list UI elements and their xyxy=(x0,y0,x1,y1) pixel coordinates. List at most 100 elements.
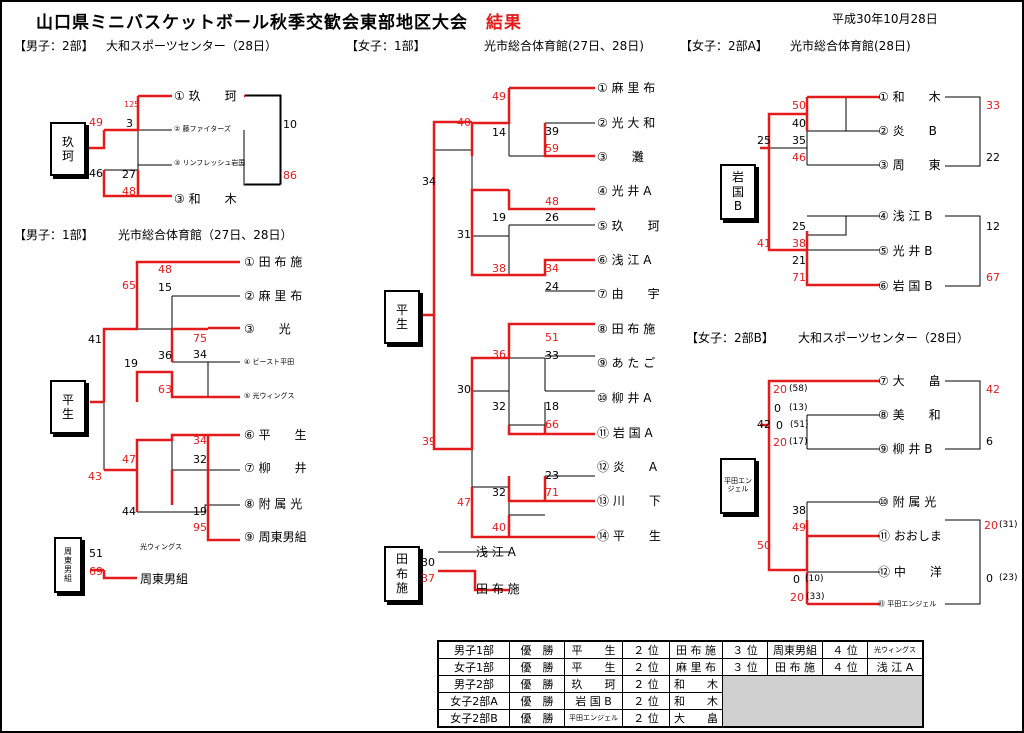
score: 35 xyxy=(792,134,806,147)
team-girls2a-3: ③ 周 東 xyxy=(878,158,941,172)
team-girls2b-9: ⑨ 柳 井 B xyxy=(878,442,933,456)
score-note: (10) xyxy=(805,574,824,584)
score: 20 xyxy=(984,519,998,532)
team-girls1-12: ⑫ 炎 A xyxy=(597,460,658,474)
section-girls2b-division: 【女子：2部B】 xyxy=(686,331,774,345)
score-note: (13) xyxy=(789,403,808,413)
score: 49 xyxy=(792,521,806,534)
result-division: 男子2部 xyxy=(437,675,510,693)
results-table: 男子1部 優 勝 平 生 ２ 位 田 布 施 ３ 位 周東男組 ４ 位 光ウィン… xyxy=(437,640,924,728)
score: 34 xyxy=(193,348,207,361)
result-team: 平 生 xyxy=(564,640,623,659)
result-label: 優 勝 xyxy=(509,675,565,693)
team-girls1-6: ⑥ 浅 江 A xyxy=(597,253,652,267)
team-girls1-8: ⑧ 田 布 施 xyxy=(597,322,656,336)
section-girls2a-venue: 光市総合体育館(28日) xyxy=(790,39,911,53)
result-team: 浅 江 A xyxy=(867,658,924,676)
team-girls1-13: ⑬ 川 下 xyxy=(597,494,661,508)
team-girls2b-10: ⑩ 附 属 光 xyxy=(878,495,937,509)
table-row: 男子1部 優 勝 平 生 ２ 位 田 布 施 ３ 位 周東男組 ４ 位 光ウィン… xyxy=(437,640,924,659)
result-team: 和 木 xyxy=(669,675,723,693)
winner-box-girls2b: 平田エンジェル xyxy=(720,458,756,514)
result-label: ２ 位 xyxy=(622,709,670,728)
score: 20 xyxy=(773,383,787,396)
result-team: 和 木 xyxy=(669,692,723,710)
score: 22 xyxy=(986,151,1000,164)
result-division: 女子1部 xyxy=(437,658,510,676)
section-girls1-venue: 光市総合体育館(27日、28日) xyxy=(484,39,644,53)
result-division: 男子1部 xyxy=(437,640,510,659)
result-label: ３ 位 xyxy=(722,658,768,676)
team-girls2b-13: ⑬ 平田エンジェル xyxy=(878,600,937,608)
result-team: 平田エンジェル xyxy=(564,709,623,728)
score: 30 xyxy=(457,383,471,396)
winner-box-girls1: 平 生 xyxy=(384,290,420,344)
score: 23 xyxy=(545,469,559,482)
result-team: 麻 里 布 xyxy=(669,658,723,676)
third-team-bottom-boys1: 周東男組 xyxy=(140,572,189,586)
score: 44 xyxy=(122,505,136,518)
team-girls2a-6: ⑥ 岩 国 B xyxy=(878,279,933,293)
score: 66 xyxy=(545,418,559,431)
score-note: (17) xyxy=(789,437,808,447)
score: 32 xyxy=(492,486,506,499)
score: 0 xyxy=(774,402,781,415)
result-division: 女子2部A xyxy=(437,692,510,710)
table-row: 女子2部B 優 勝 平田エンジェル ２ 位 大 畠 xyxy=(437,709,923,728)
team-girls1-14: ⑭ 平 生 xyxy=(597,529,661,543)
score: 75 xyxy=(193,332,207,345)
score: 33 xyxy=(545,349,559,362)
result-label: 優 勝 xyxy=(509,692,565,710)
score: 40 xyxy=(492,521,506,534)
result-team: 周東男組 xyxy=(767,640,823,659)
score: 19 xyxy=(124,357,138,370)
team-boys1-6: ⑥ 平 生 xyxy=(244,428,307,442)
page-title: 山口県ミニバスケットボール秋季交歓会東部地区大会 結果 xyxy=(36,13,522,33)
result-label: ３ 位 xyxy=(722,640,768,659)
score: 47 xyxy=(457,496,471,509)
result-label: 優 勝 xyxy=(509,709,565,728)
score: 0 xyxy=(776,419,783,432)
team-boys1-3: ③ 光 xyxy=(244,322,291,336)
score: 41 xyxy=(88,333,102,346)
score: 49 xyxy=(492,90,506,103)
section-boys2-division: 【男子：2部】 xyxy=(14,39,94,53)
result-label: ４ 位 xyxy=(822,640,868,659)
winner-box-boys1: 平 生 xyxy=(50,380,86,434)
team-girls2a-4: ④ 浅 江 B xyxy=(878,209,933,223)
section-boys1-venue: 光市総合体育館（27日、28日） xyxy=(118,228,293,242)
score: 40 xyxy=(792,117,806,130)
score: 46 xyxy=(89,167,103,180)
score: 48 xyxy=(545,195,559,208)
result-division: 女子2部B xyxy=(437,709,510,728)
score: 24 xyxy=(545,280,559,293)
score: 19 xyxy=(492,211,506,224)
team-girls1-2: ② 光 大 和 xyxy=(597,116,656,130)
score: 32 xyxy=(492,400,506,413)
score: 38 xyxy=(492,262,506,275)
score-note: (33) xyxy=(806,592,825,602)
score: 26 xyxy=(545,211,559,224)
event-date: 平成30年10月28日 xyxy=(832,12,938,26)
score: 46 xyxy=(792,151,806,164)
winner-box-girls2a: 岩 国 B xyxy=(720,164,756,220)
result-label: ２ 位 xyxy=(622,640,670,659)
score-note: (23) xyxy=(999,573,1018,583)
score: 32 xyxy=(193,453,207,466)
team-girls2a-2: ② 炎 B xyxy=(878,124,937,138)
score: 25 xyxy=(757,134,771,147)
score: 20 xyxy=(773,436,787,449)
team-boys1-5: ⑤ 光ウィングス xyxy=(244,392,295,400)
score-note: (58) xyxy=(789,384,808,394)
team-boys1-2: ② 麻 里 布 xyxy=(244,289,303,303)
score: 6 xyxy=(986,435,993,448)
score: 12 xyxy=(986,220,1000,233)
score: 41 xyxy=(757,237,771,250)
result-team: 平 生 xyxy=(564,658,623,676)
team-girls2b-12: ⑫ 中 洋 xyxy=(878,565,942,579)
result-team: 大 畠 xyxy=(669,709,723,728)
score: 51 xyxy=(89,547,103,560)
score: 63 xyxy=(158,383,172,396)
score: 40 xyxy=(457,116,471,129)
team-girls1-5: ⑤ 玖 珂 xyxy=(597,219,660,233)
